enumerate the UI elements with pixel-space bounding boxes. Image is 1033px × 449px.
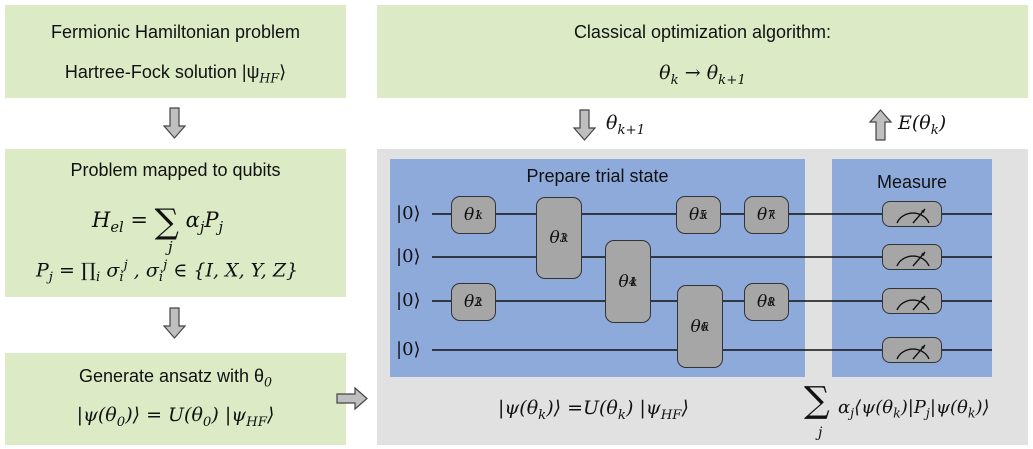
expectation-sum-index: j (818, 425, 823, 441)
ansatz-equation: |ψ(θ0)⟩ = U(θ0) |ψHF⟩ (76, 404, 275, 430)
theta-next-label: θk+1 (606, 112, 646, 138)
prepare-title: Prepare trial state (526, 166, 669, 186)
expectation-sum-symbol: ∑ (804, 380, 830, 421)
ket-3: |0⟩ (396, 290, 421, 311)
down-arrow-3 (572, 109, 597, 141)
up-arrow (868, 109, 893, 141)
qubit-mapping-box (5, 149, 346, 297)
hamiltonian-box (5, 5, 346, 98)
right-arrow (336, 386, 368, 411)
ansatz-box (5, 353, 346, 445)
ket-1: |0⟩ (396, 203, 421, 224)
meter-icon-4 (882, 337, 942, 363)
expectation-equation: αj⟨ψ(θk)|Pj|ψ(θk)⟩ (838, 397, 990, 421)
hamiltonian-title: Fermionic Hamiltonian problem (50, 22, 301, 42)
ket-2: |0⟩ (396, 246, 421, 267)
hamiltonian-sum-equation: Hel = ∑ αjPj (92, 202, 224, 242)
ket-4: |0⟩ (396, 339, 421, 360)
down-arrow-2 (162, 307, 187, 339)
parameter-update-formula: θk → θk+1 (659, 62, 746, 88)
measure-title: Measure (876, 172, 948, 192)
meter-icon-2 (882, 244, 942, 270)
trial-state-equation: |ψ(θk)⟩ =U(θk) |ψHF⟩ (498, 397, 689, 423)
energy-label: E(θk) (898, 112, 947, 138)
pauli-product-equation: Pj = ∏i σij , σij ∈ {I, X, Y, Z} (36, 258, 299, 286)
down-arrow-1 (162, 107, 187, 139)
ansatz-title: Generate ansatz with θ0 (78, 366, 273, 390)
optimization-title: Classical optimization algorithm: (573, 22, 832, 42)
prepare-panel (390, 159, 805, 377)
meter-icon-3 (882, 288, 942, 314)
optimization-box (377, 5, 1028, 98)
qubit-mapping-title: Problem mapped to qubits (70, 160, 281, 180)
sum-index: j (168, 238, 173, 256)
hartree-fock-line: Hartree-Fock solution |ψHF⟩ (64, 62, 287, 86)
meter-icon-1 (882, 201, 942, 227)
